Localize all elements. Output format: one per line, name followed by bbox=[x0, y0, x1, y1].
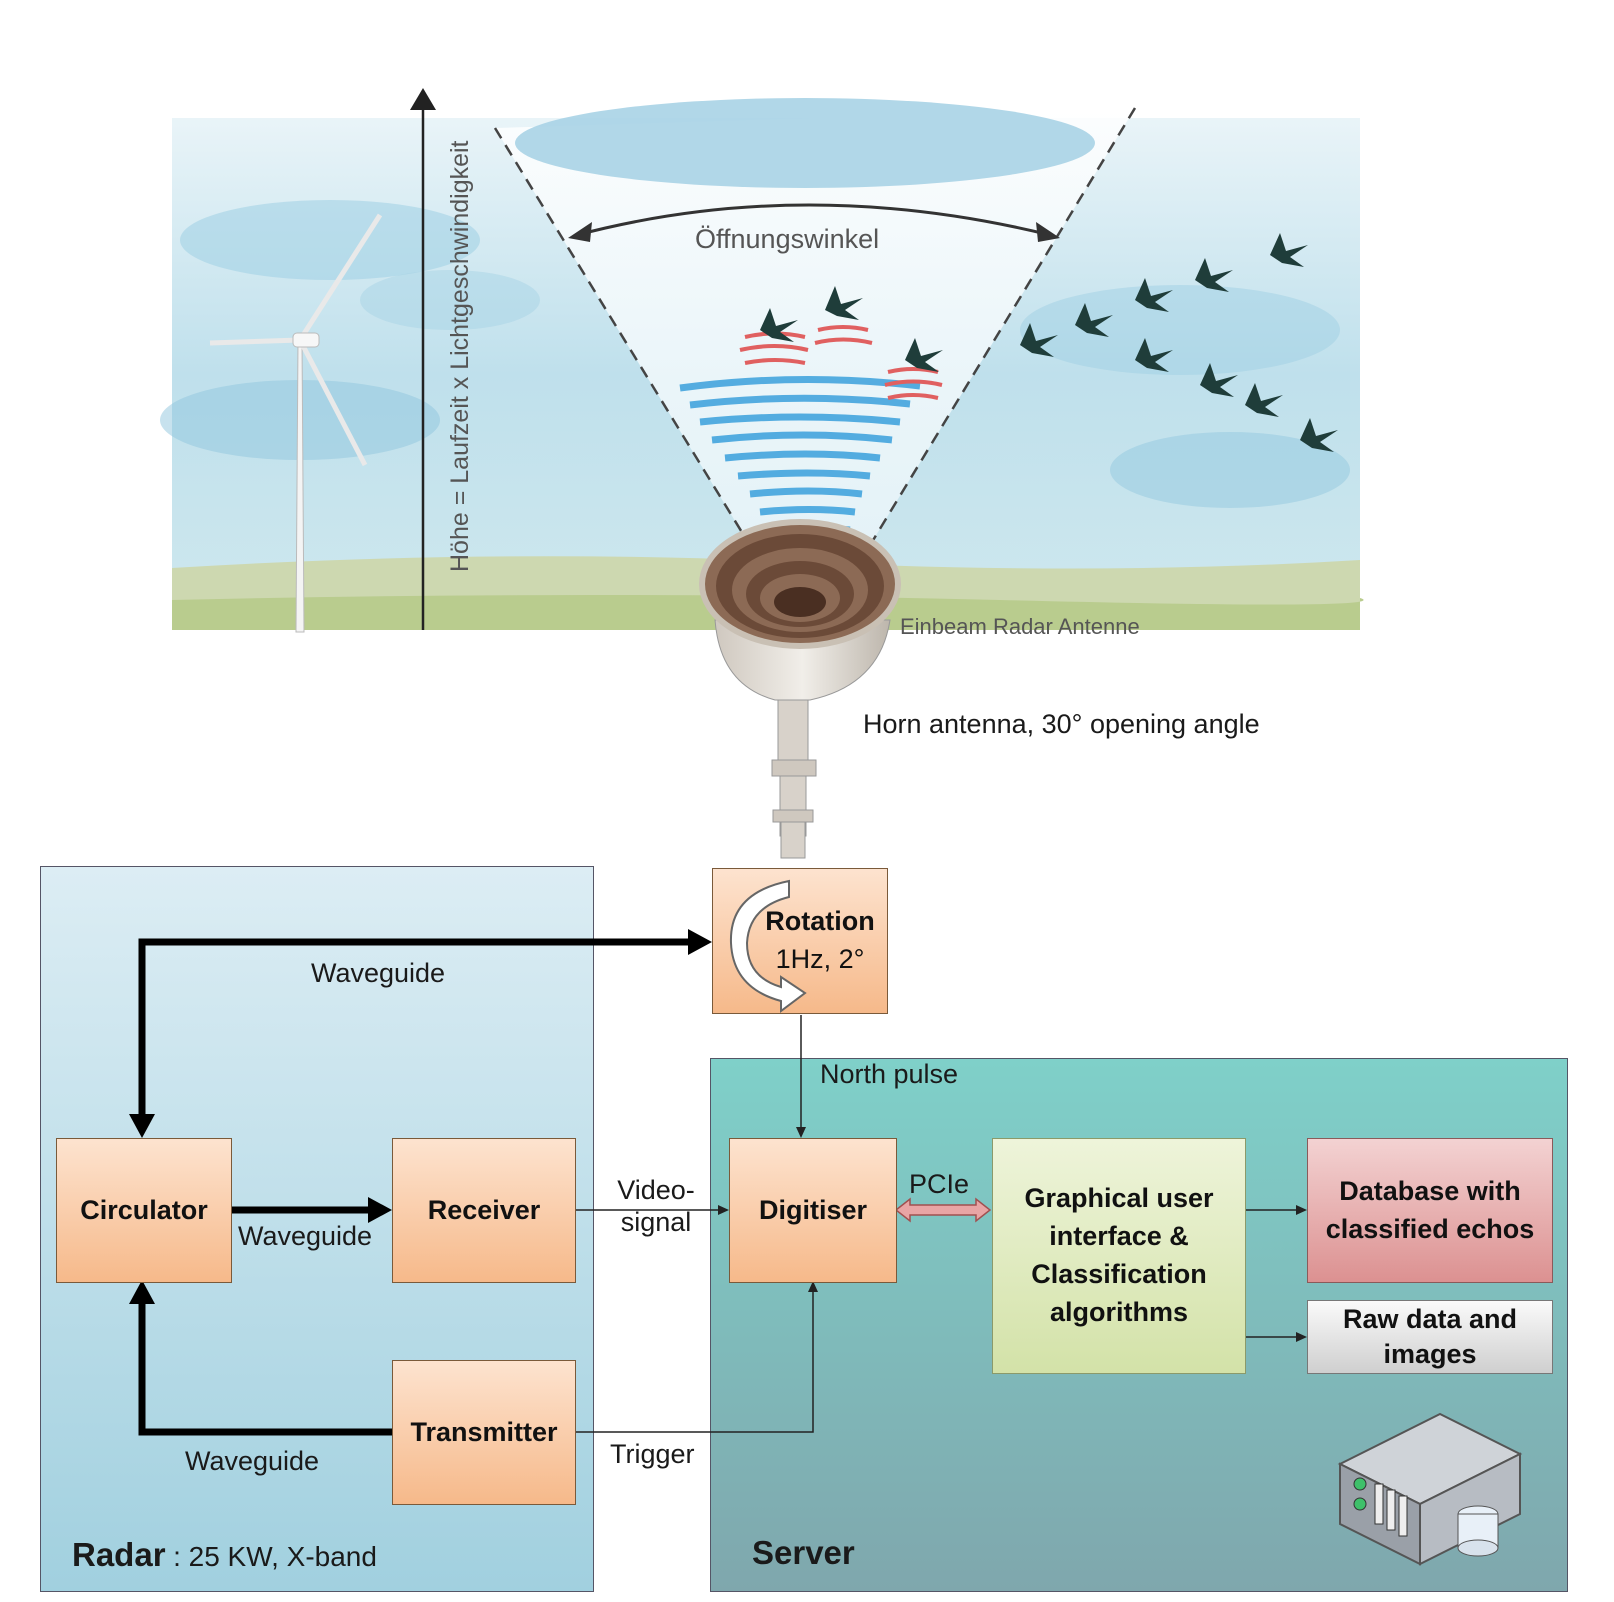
rotation-title: Rotation bbox=[765, 906, 875, 937]
beam-edge-left bbox=[493, 127, 767, 571]
opening-angle-label: Öffnungswinkel bbox=[695, 224, 879, 254]
radar-panel-title: Radar : 25 KW, X-band bbox=[72, 1535, 377, 1575]
raw-data-block: Raw data and images bbox=[1307, 1300, 1553, 1374]
beam-cone bbox=[495, 108, 1135, 570]
opening-angle-arrow bbox=[576, 203, 1051, 237]
pcie-label: PCIe bbox=[909, 1169, 970, 1199]
pcie-arrow bbox=[894, 1197, 992, 1223]
digitiser-block: Digitiser bbox=[729, 1138, 897, 1283]
wind-turbine bbox=[209, 213, 383, 633]
rotation-spec: 1Hz, 2° bbox=[775, 944, 865, 974]
waveguide-bottom-label: Waveguide bbox=[185, 1446, 320, 1476]
circulator-block: Circulator bbox=[56, 1138, 232, 1283]
receiver-block: Receiver bbox=[392, 1138, 576, 1283]
rotation-arrow-icon bbox=[729, 879, 807, 1013]
rotation-block: Rotation 1Hz, 2° bbox=[712, 868, 888, 1014]
gui-classification-block: Graphical user interface & Classificatio… bbox=[992, 1138, 1246, 1374]
trigger-label: Trigger bbox=[610, 1439, 695, 1469]
waveguide-top-line bbox=[138, 938, 690, 1120]
north-pulse-label: North pulse bbox=[820, 1059, 959, 1089]
antenna-caption: Horn antenna, 30° opening angle bbox=[863, 709, 1260, 739]
beam-top-ellipse bbox=[515, 98, 1095, 188]
radar-illustration: Einbeam Radar Antenne Öffnungswink bbox=[160, 88, 1364, 859]
server-panel-title: Server bbox=[752, 1534, 855, 1571]
waveguide-mid-label: Waveguide bbox=[238, 1221, 373, 1251]
radar-specs: : 25 KW, X-band bbox=[173, 1541, 377, 1572]
waveguide-bottom-line bbox=[138, 1298, 394, 1436]
waveguide-top-label: Waveguide bbox=[311, 958, 446, 988]
echo-arcs bbox=[739, 325, 943, 400]
transmitter-block: Transmitter bbox=[392, 1360, 576, 1505]
radar-title: Radar bbox=[72, 1536, 166, 1573]
database-block: Database with classified echos bbox=[1307, 1138, 1553, 1283]
server-icon bbox=[1337, 1412, 1523, 1566]
beam-edge-right bbox=[853, 107, 1137, 571]
trigger-line bbox=[576, 1290, 814, 1433]
height-axis-label: Höhe = Laufzeit x Lichtgeschwindigkeit bbox=[446, 140, 474, 572]
video-signal-label: Video- signal bbox=[617, 1175, 695, 1238]
ground-label: Einbeam Radar Antenne bbox=[900, 614, 1140, 639]
birds bbox=[760, 233, 1338, 452]
horn-antenna bbox=[699, 519, 901, 859]
